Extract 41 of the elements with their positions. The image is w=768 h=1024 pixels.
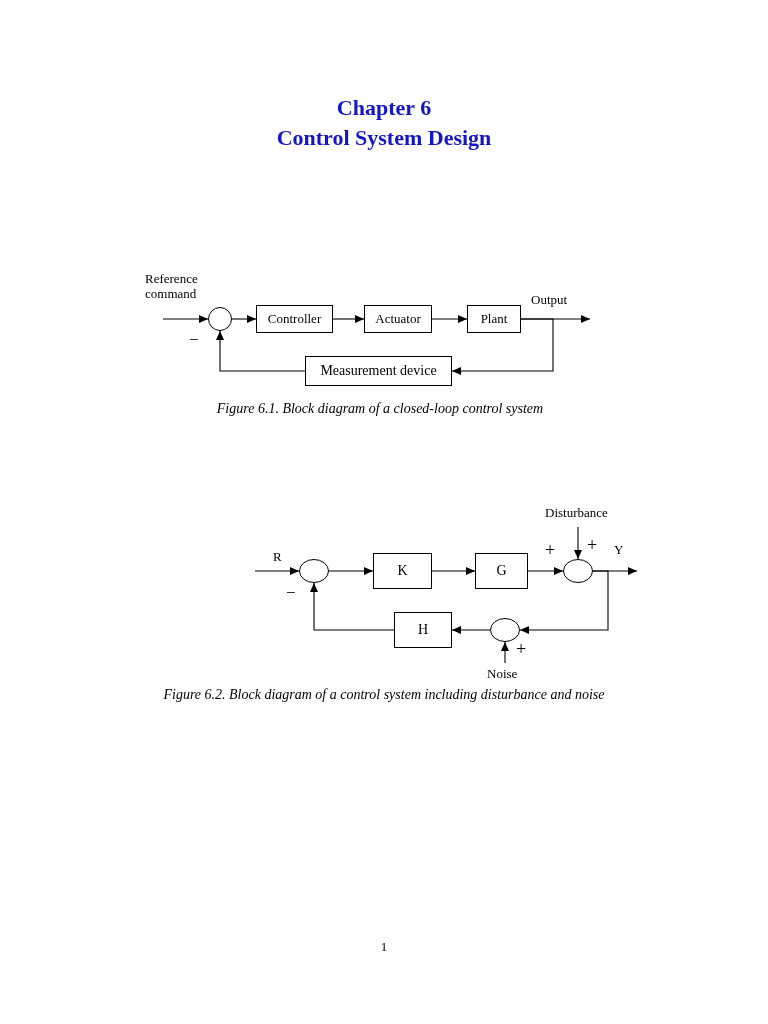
summing-junction bbox=[299, 559, 329, 583]
arrow bbox=[328, 567, 374, 575]
block-box: K bbox=[373, 553, 432, 589]
arrow bbox=[527, 567, 564, 575]
arrow bbox=[501, 641, 509, 664]
arrow bbox=[231, 315, 257, 323]
minus-sign: − bbox=[189, 330, 199, 349]
arrow bbox=[162, 315, 209, 323]
arrow bbox=[519, 570, 609, 634]
arrow bbox=[431, 567, 476, 575]
figure-caption: Figure 6.1. Block diagram of a closed-loop control system bbox=[215, 401, 545, 417]
arrow bbox=[431, 315, 468, 323]
edge-label: Output bbox=[531, 292, 568, 307]
arrow bbox=[332, 315, 365, 323]
block-box: G bbox=[475, 553, 528, 589]
chapter-heading: Chapter 6 Control System Design bbox=[275, 94, 493, 152]
arrow bbox=[254, 567, 300, 575]
summing-junction bbox=[563, 559, 593, 583]
arrow bbox=[451, 626, 491, 634]
block-box: Plant bbox=[467, 305, 521, 333]
arrow bbox=[451, 318, 554, 375]
arrow bbox=[216, 330, 306, 372]
figure-caption: Figure 6.2. Block diagram of a control system including disturbance and noise bbox=[162, 687, 606, 703]
edge-label: Reference command bbox=[145, 271, 199, 301]
page-number: 1 bbox=[379, 939, 389, 954]
edge-label: Noise bbox=[487, 666, 518, 681]
block-box: Actuator bbox=[364, 305, 432, 333]
edge-label: Y bbox=[614, 542, 624, 557]
block-box: H bbox=[394, 612, 452, 648]
plus-sign: + bbox=[545, 540, 556, 560]
edge-label: Disturbance bbox=[545, 505, 608, 520]
block-box: Controller bbox=[256, 305, 333, 333]
edge-label: R bbox=[273, 549, 282, 564]
arrow bbox=[574, 526, 582, 560]
block-box: Measurement device bbox=[305, 356, 452, 386]
arrow bbox=[310, 582, 395, 631]
summing-junction bbox=[490, 618, 520, 642]
minus-sign: − bbox=[286, 583, 296, 602]
plus-sign: + bbox=[516, 639, 527, 659]
plus-sign: + bbox=[587, 535, 598, 555]
summing-junction bbox=[208, 307, 232, 331]
